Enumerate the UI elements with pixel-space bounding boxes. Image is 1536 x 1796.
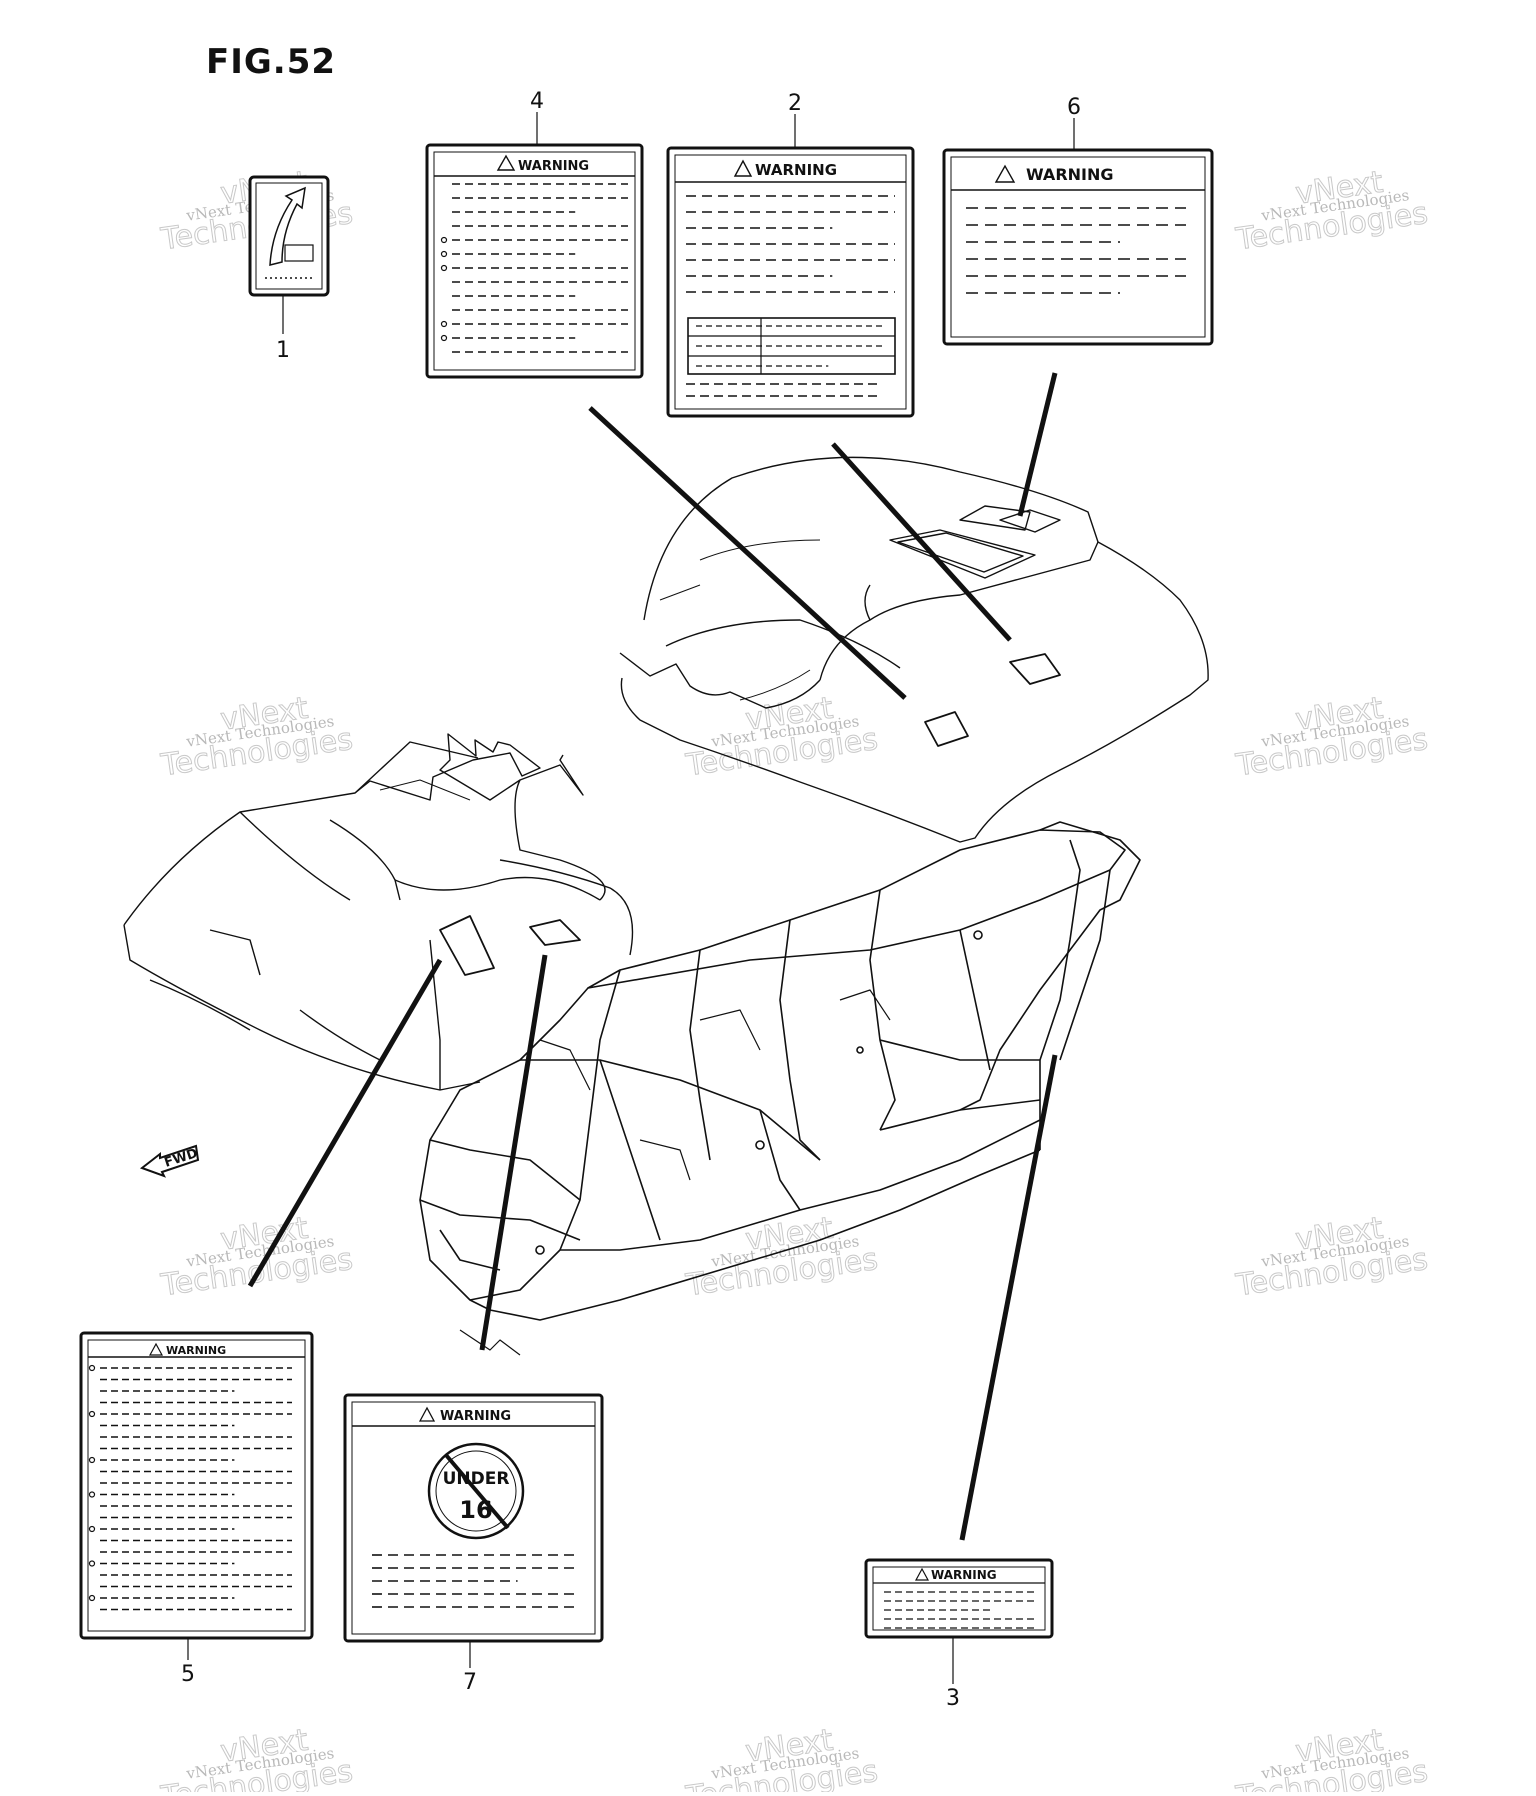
callout-5: 5 <box>181 1662 195 1687</box>
label-bullet <box>88 1525 96 1533</box>
label-bullet <box>440 334 448 342</box>
label-5-warning-title: WARNING <box>166 1344 226 1357</box>
label-1-sticker <box>248 175 330 297</box>
label-2-warning-title: WARNING <box>755 161 837 179</box>
label-bullet <box>440 250 448 258</box>
front-fender <box>123 733 634 1091</box>
label-bullet <box>88 1456 96 1464</box>
label-7-warning: WARNING UNDER 16 <box>343 1393 604 1643</box>
label-bullet <box>88 1364 96 1372</box>
callouts: 1 2 4 6 5 7 3 <box>181 89 1081 1711</box>
label-4-warning: WARNING <box>425 143 644 379</box>
label-2-warning: WARNING <box>666 146 915 418</box>
figure-title: FIG.52 <box>206 42 337 82</box>
label-bullet <box>88 1410 96 1418</box>
callout-1: 1 <box>276 338 290 363</box>
label-3-warning: WARNING <box>864 1558 1054 1639</box>
label-6-warning: WARNING <box>942 148 1214 346</box>
under-age-text: UNDER <box>443 1469 510 1489</box>
atv-frame <box>419 821 1141 1356</box>
age-number: 16 <box>459 1496 492 1524</box>
callout-6: 6 <box>1067 95 1081 120</box>
forward-direction-arrow: FWD <box>139 1144 200 1178</box>
label-4-warning-title: WARNING <box>518 159 589 174</box>
label-bullet <box>440 236 448 244</box>
callout-3: 3 <box>946 1686 960 1711</box>
label-bullet <box>440 264 448 272</box>
forward-arrow-text: FWD <box>163 1146 200 1171</box>
label-bullet <box>88 1560 96 1567</box>
label-bullet <box>88 1594 96 1602</box>
label-3-warning-title: WARNING <box>931 1568 997 1582</box>
label-bullet <box>440 320 448 328</box>
label-7-warning-title: WARNING <box>440 1409 511 1424</box>
callout-7: 7 <box>463 1670 477 1695</box>
rear-fender <box>619 456 1209 843</box>
leader-lines <box>247 372 1058 1541</box>
label-5-warning: WARNING <box>79 1331 314 1640</box>
label-6-warning-title: WARNING <box>1026 165 1114 184</box>
callout-2: 2 <box>788 91 802 116</box>
callout-4: 4 <box>530 89 544 114</box>
label-bullet <box>88 1491 96 1498</box>
age-restriction-symbol <box>427 1442 525 1540</box>
